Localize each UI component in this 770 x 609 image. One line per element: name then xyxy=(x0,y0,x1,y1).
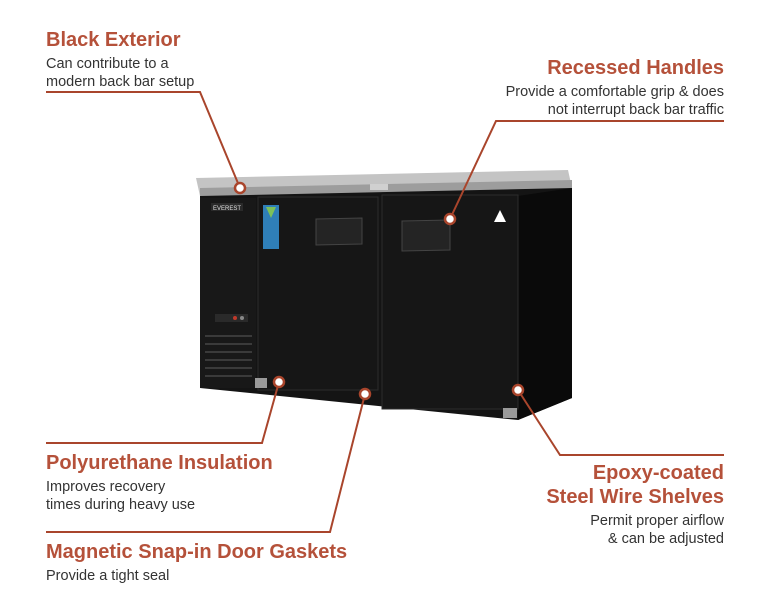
callout-title: Magnetic Snap-in Door Gaskets xyxy=(46,541,348,563)
callout-black-exterior: Black Exterior Can contribute to a moder… xyxy=(46,28,194,91)
control-panel xyxy=(215,314,248,322)
desc-line: Can contribute to a xyxy=(46,56,169,72)
callout-title: Recessed Handles xyxy=(547,57,724,79)
desc-line: not interrupt back bar traffic xyxy=(547,102,724,118)
callout-polyurethane-insulation: Polyurethane Insulation Improves recover… xyxy=(46,451,273,514)
dot-polyurethane xyxy=(272,375,286,389)
desc-line: Permit proper airflow xyxy=(590,513,724,529)
desc-line: Provide a comfortable grip & does xyxy=(505,84,724,100)
callout-desc: Can contribute to a modern back bar setu… xyxy=(46,55,194,91)
callout-title-line: Steel Wire Shelves xyxy=(546,486,724,508)
callout-desc: Permit proper airflow & can be adjusted xyxy=(546,512,724,548)
leader-polyurethane xyxy=(46,381,280,444)
dot-black-exterior xyxy=(233,181,247,195)
vent-grille xyxy=(205,335,252,377)
desc-line: Improves recovery xyxy=(46,479,166,495)
desc-line: times during heavy use xyxy=(46,497,196,513)
energy-label xyxy=(263,205,279,249)
desc-line: modern back bar setup xyxy=(46,74,195,90)
callout-recessed-handles: Recessed Handles Provide a comfortable g… xyxy=(506,56,724,119)
callout-door-gaskets: Magnetic Snap-in Door Gaskets Provide a … xyxy=(46,540,347,585)
callout-title: Polyurethane Insulation xyxy=(46,452,273,474)
dot-door-gaskets xyxy=(358,387,372,401)
leader-black-exterior xyxy=(46,91,241,189)
callout-desc: Provide a comfortable grip & does not in… xyxy=(506,83,724,119)
leader-epoxy-shelves xyxy=(517,389,724,456)
compressor-panel xyxy=(200,198,256,388)
leader-lines xyxy=(46,91,724,533)
leader-door-gaskets xyxy=(46,393,366,533)
desc-line: & can be adjusted xyxy=(607,531,724,547)
left-handle xyxy=(315,217,363,246)
callout-desc: Provide a tight seal xyxy=(46,567,347,585)
callout-epoxy-shelves: Epoxy-coated Steel Wire Shelves Permit p… xyxy=(546,461,724,548)
dot-epoxy-shelves xyxy=(511,383,525,397)
brand-logo: EVEREST xyxy=(213,206,241,212)
dot-recessed-handles xyxy=(443,212,457,226)
callout-title-line: Epoxy-coated xyxy=(592,462,724,484)
callout-desc: Improves recovery times during heavy use xyxy=(46,478,273,514)
callout-title: Black Exterior xyxy=(46,29,181,51)
desc-line: Provide a tight seal xyxy=(46,568,170,584)
warning-sticker xyxy=(494,210,506,222)
right-handle xyxy=(401,219,451,252)
leader-recessed-handles xyxy=(449,120,724,220)
